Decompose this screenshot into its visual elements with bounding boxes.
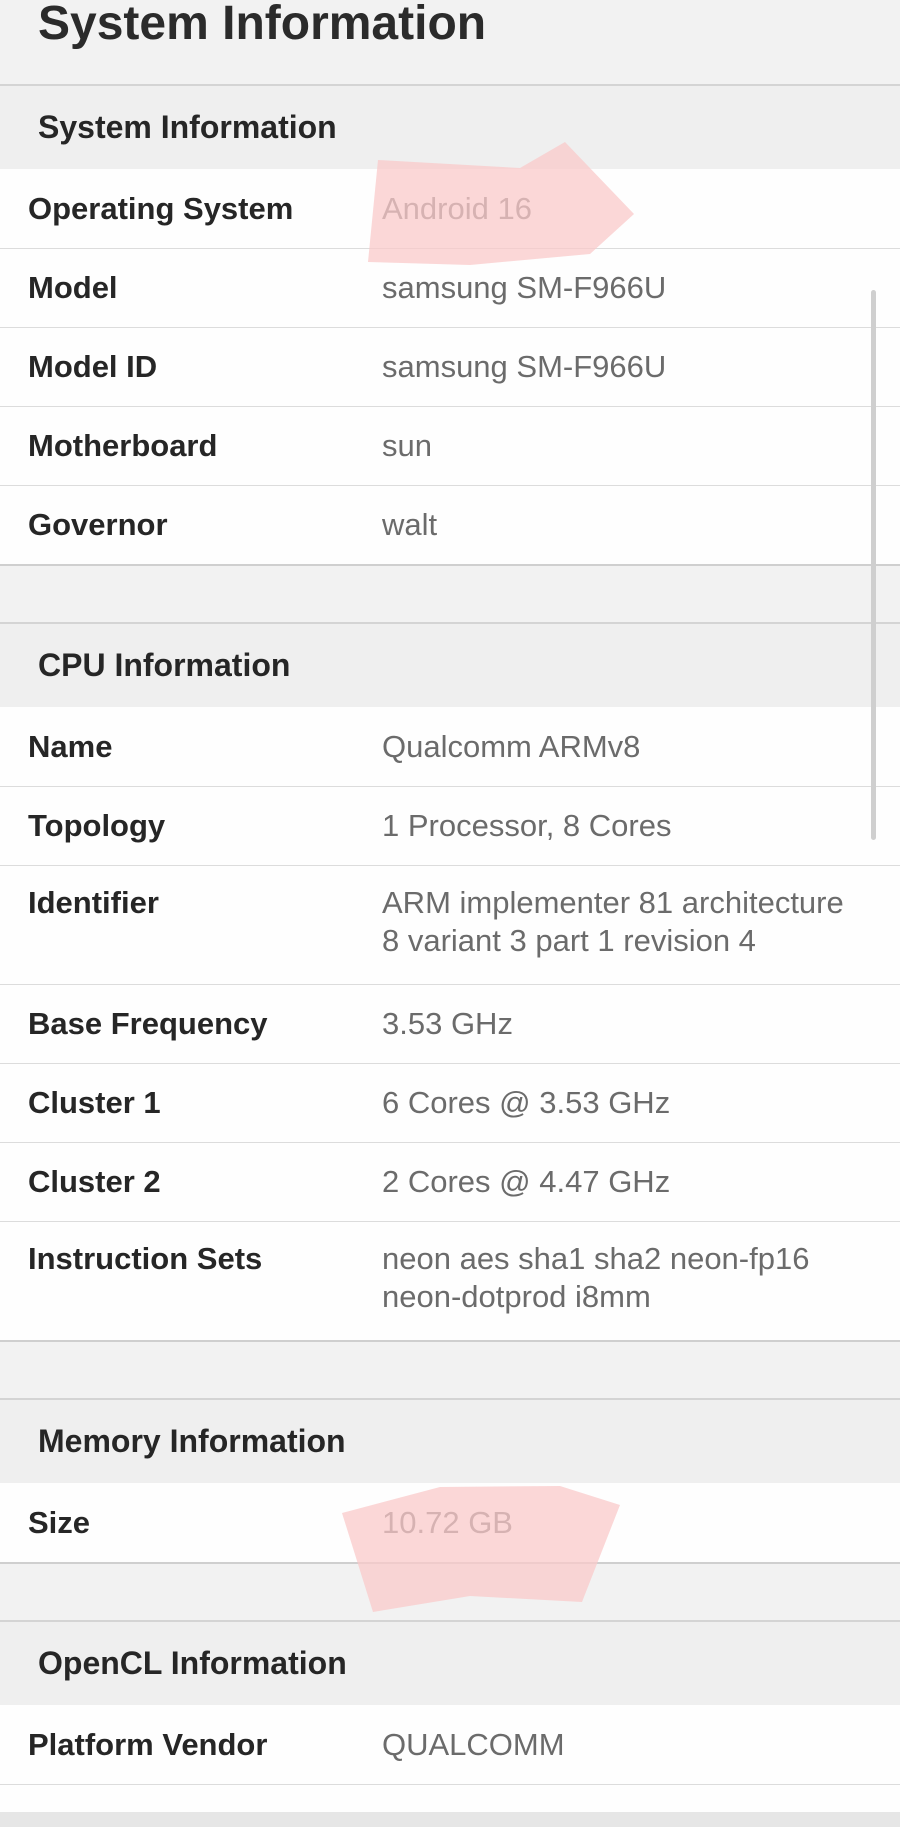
row-value: samsung SM-F966U	[382, 270, 667, 305]
row-label: Cluster 1	[28, 1085, 161, 1120]
page-title: System Information	[38, 0, 487, 50]
section-header: Memory Information	[0, 1398, 900, 1483]
info-table: Operating System Android 16 Model samsun…	[0, 169, 900, 566]
row-value: QUALCOMM	[382, 1726, 565, 1762]
table-row: Model ID samsung SM-F966U	[0, 327, 900, 406]
row-label: Model ID	[28, 349, 158, 384]
row-value: 6 Cores @ 3.53 GHz	[382, 1085, 671, 1120]
table-row: Cluster 2 2 Cores @ 4.47 GHz	[0, 1142, 900, 1221]
row-value: Android 16	[382, 190, 532, 226]
table-row: Model samsung SM-F966U	[0, 248, 900, 327]
section-header: CPU Information	[0, 622, 900, 707]
row-value: 3.53 GHz	[382, 1006, 513, 1041]
row-label: Model	[28, 270, 118, 305]
row-label: Identifier	[28, 885, 159, 920]
section-title: OpenCL Information	[38, 1645, 347, 1681]
section-memory-information: Memory Information Size 10.72 GB	[0, 1398, 900, 1564]
row-value: 1 Processor, 8 Cores	[382, 808, 672, 843]
row-value: 10.72 GB	[382, 1504, 513, 1540]
row-value-line: 8 variant 3 part 1 revision 4	[382, 923, 756, 958]
table-row: Base Frequency 3.53 GHz	[0, 984, 900, 1063]
row-label: Instruction Sets	[28, 1241, 263, 1276]
row-label: Governor	[28, 507, 168, 542]
row-value: sun	[382, 428, 432, 463]
row-value: walt	[382, 507, 438, 542]
row-value-line: neon-dotprod i8mm	[382, 1279, 651, 1314]
section-title: Memory Information	[38, 1423, 346, 1459]
row-label: Cluster 2	[28, 1164, 161, 1199]
row-value: samsung SM-F966U	[382, 349, 667, 384]
table-row: Cluster 1 6 Cores @ 3.53 GHz	[0, 1063, 900, 1142]
section-opencl-information: OpenCL Information Platform Vendor QUALC…	[0, 1620, 900, 1827]
row-label: Operating System	[28, 190, 294, 226]
row-value-line: neon aes sha1 sha2 neon-fp16	[382, 1241, 810, 1276]
row-value: 2 Cores @ 4.47 GHz	[382, 1164, 671, 1199]
row-label: Topology	[28, 808, 166, 843]
row-label: Size	[28, 1504, 91, 1540]
row-value: ARM implementer 81 architecture 8 varian…	[382, 866, 900, 960]
row-label: Motherboard	[28, 428, 218, 463]
section-header: System Information	[0, 84, 900, 169]
row-label: Name	[28, 728, 113, 764]
row-value: neon aes sha1 sha2 neon-fp16 neon-dotpro…	[382, 1222, 900, 1316]
vertical-scrollbar[interactable]	[871, 290, 876, 840]
table-row: Governor walt	[0, 485, 900, 564]
table-row: Name Qualcomm ARMv8	[0, 707, 900, 786]
row-value: Qualcomm ARMv8	[382, 728, 641, 764]
section-title: System Information	[38, 109, 337, 145]
table-row: Motherboard sun	[0, 406, 900, 485]
table-row: Identifier ARM implementer 81 architectu…	[0, 865, 900, 984]
table-row: Topology 1 Processor, 8 Cores	[0, 786, 900, 865]
section-title: CPU Information	[38, 647, 291, 683]
section-header: OpenCL Information	[0, 1620, 900, 1705]
table-row: Instruction Sets neon aes sha1 sha2 neon…	[0, 1221, 900, 1340]
info-table: Size 10.72 GB	[0, 1483, 900, 1564]
table-row: Operating System Android 16	[0, 169, 900, 248]
row-value-line: ARM implementer 81 architecture	[382, 885, 844, 920]
row-label: Platform Vendor	[28, 1726, 268, 1762]
section-cpu-information: CPU Information Name Qualcomm ARMv8 Topo…	[0, 622, 900, 1342]
row-label: Base Frequency	[28, 1006, 268, 1041]
info-table: Platform Vendor QUALCOMM Platform Name Q…	[0, 1705, 900, 1827]
section-system-information: System Information Operating System Andr…	[0, 84, 900, 566]
info-table: Name Qualcomm ARMv8 Topology 1 Processor…	[0, 707, 900, 1342]
bottom-edge	[0, 1812, 900, 1827]
table-row: Size 10.72 GB	[0, 1483, 900, 1562]
table-row: Platform Vendor QUALCOMM	[0, 1705, 900, 1784]
